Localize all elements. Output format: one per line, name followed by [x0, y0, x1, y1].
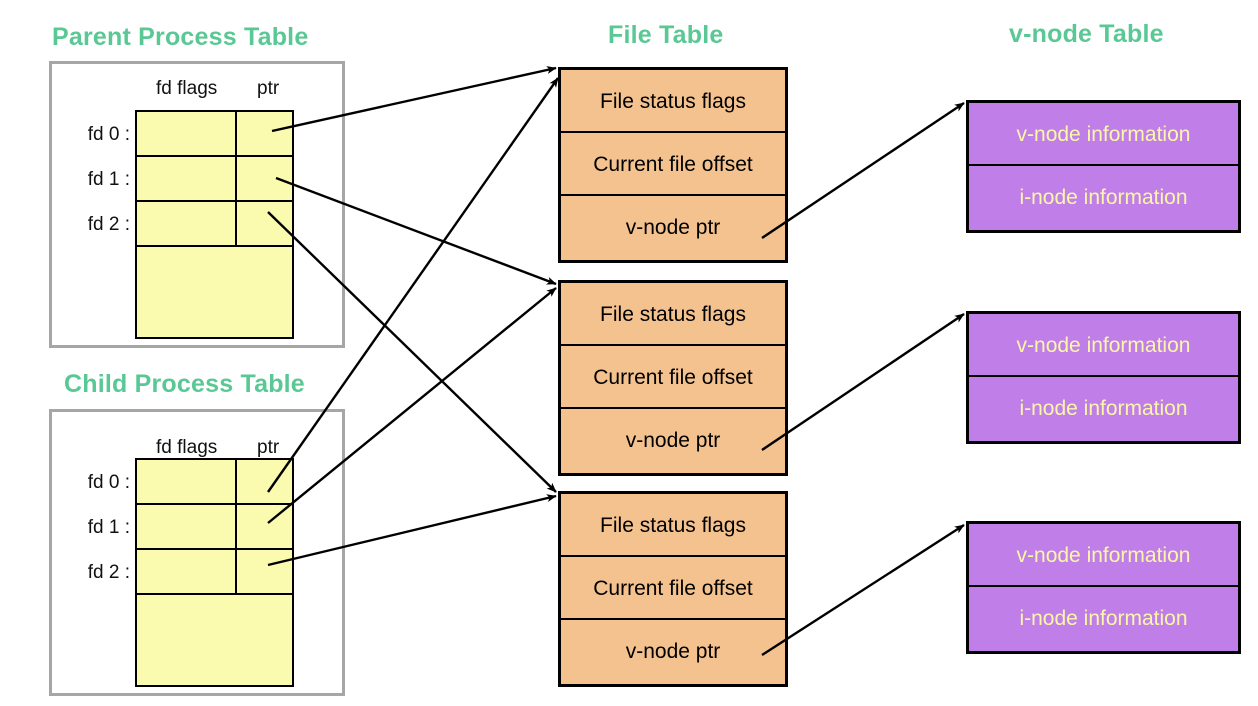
vnode-ptr-1: v-node ptr — [625, 429, 721, 452]
parent-fd-row-empty — [137, 247, 292, 337]
file-status-flags-0: File status flags — [561, 70, 785, 133]
vnode-information-1: v-node information — [969, 314, 1238, 377]
parent-col-header-ptr: ptr — [257, 78, 280, 99]
child-fd-label-1: fd 1 : — [87, 517, 130, 538]
child-fd-label-0: fd 0 : — [87, 472, 130, 493]
child-fd-row-1-divider — [235, 505, 237, 548]
parent-fd-row-0[interactable] — [137, 112, 292, 157]
child-fd-row-0[interactable] — [137, 460, 292, 505]
child-fd-row-1[interactable] — [137, 505, 292, 550]
vnode-ptr-0: v-node ptr — [625, 216, 721, 239]
file-table-title: File Table — [608, 21, 724, 49]
file-table-entry-0[interactable]: File status flags Current file offset v-… — [558, 67, 788, 263]
vnode-table-title: v-node Table — [1009, 20, 1164, 48]
file-status-flags-1: File status flags — [561, 283, 785, 346]
child-process-table-title: Child Process Table — [64, 370, 305, 398]
vnode-table-entry-0[interactable]: v-node information i-node information — [966, 100, 1241, 233]
file-table-entry-2[interactable]: File status flags Current file offset v-… — [558, 491, 788, 687]
arrow-file_table-entry2-vnode_ptr-to-vnode_table-entry2 — [761, 523, 965, 657]
parent-fd-table — [135, 110, 294, 339]
inode-information-0: i-node information — [1019, 186, 1188, 209]
vnode-information-2: v-node information — [969, 524, 1238, 587]
parent-fd-label-1: fd 1 : — [87, 169, 130, 190]
parent-process-table-title: Parent Process Table — [52, 23, 309, 51]
child-fd-table — [135, 458, 294, 687]
vnode-information-0: v-node information — [969, 103, 1238, 166]
file-status-flags-2: File status flags — [561, 494, 785, 557]
child-fd-row-2[interactable] — [137, 550, 292, 595]
parent-fd-row-2-divider — [235, 202, 237, 245]
parent-fd-row-2[interactable] — [137, 202, 292, 247]
current-file-offset-2: Current file offset — [561, 557, 785, 620]
parent-fd-label-0: fd 0 : — [87, 124, 130, 145]
child-fd-label-2: fd 2 : — [87, 562, 130, 583]
parent-fd-row-0-divider — [235, 112, 237, 155]
current-file-offset-0: Current file offset — [561, 133, 785, 196]
parent-fd-row-1[interactable] — [137, 157, 292, 202]
vnode-table-entry-2[interactable]: v-node information i-node information — [966, 521, 1241, 654]
child-fd-row-0-divider — [235, 460, 237, 503]
parent-fd-row-1-divider — [235, 157, 237, 200]
vnode-ptr-2: v-node ptr — [625, 640, 721, 663]
parent-fd-label-2: fd 2 : — [87, 214, 130, 235]
inode-information-2: i-node information — [1019, 607, 1188, 630]
child-fd-row-empty — [137, 595, 292, 685]
parent-col-header-fd-flags: fd flags — [156, 78, 218, 99]
arrow-file_table-entry0-vnode_ptr-to-vnode_table-entry0 — [761, 102, 965, 239]
child-fd-row-2-divider — [235, 550, 237, 593]
file-table-entry-1[interactable]: File status flags Current file offset v-… — [558, 280, 788, 476]
child-col-header-ptr: ptr — [257, 437, 280, 458]
arrow-file_table-entry1-vnode_ptr-to-vnode_table-entry1 — [761, 313, 965, 451]
child-col-header-fd-flags: fd flags — [156, 437, 218, 458]
inode-information-1: i-node information — [1019, 397, 1188, 420]
current-file-offset-1: Current file offset — [561, 346, 785, 409]
vnode-table-entry-1[interactable]: v-node information i-node information — [966, 311, 1241, 444]
